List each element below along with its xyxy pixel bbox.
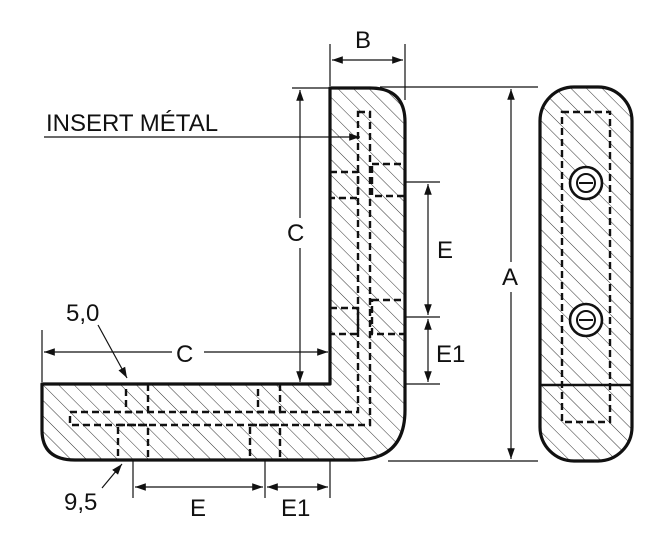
side-view-outline — [538, 85, 634, 463]
insert-hole-h-right-top — [256, 382, 282, 414]
label-c-vertical-bg — [284, 218, 314, 248]
label-a: A — [502, 264, 518, 291]
label-e-vertical-bg — [434, 234, 462, 264]
bracket-side-view — [538, 85, 634, 463]
metal-insert-outline — [68, 110, 372, 427]
label-e1-horizontal: E1 — [281, 495, 310, 522]
screw-hole-lower — [568, 302, 604, 338]
insert-label-bg — [44, 108, 246, 134]
insert-hole-upper-left — [328, 170, 360, 200]
insert-metal-label: INSERT MÉTAL — [46, 110, 218, 137]
screw-hole-upper — [568, 165, 604, 201]
label-dim-9-5: 9,5 — [64, 489, 97, 516]
label-b: B — [355, 27, 371, 54]
leader-9-5 — [101, 463, 123, 489]
label-e-vertical: E — [437, 237, 453, 264]
bracket-front-view — [40, 86, 407, 462]
label-c-vertical: C — [287, 220, 304, 247]
label-dim-5-0: 5,0 — [66, 300, 99, 327]
label-c-horizontal-bg — [172, 339, 204, 367]
label-c-horizontal: C — [176, 341, 193, 368]
insert-hole-lower-left — [328, 306, 360, 336]
bracket-outline — [40, 86, 407, 462]
insert-hole-h-left-top — [124, 382, 150, 414]
labels: INSERT MÉTAL B A C C E E1 E E1 5,0 9,5 — [44, 27, 525, 522]
side-view-insert-outline — [560, 110, 612, 424]
label-a-bg — [497, 262, 525, 292]
label-e1-vertical: E1 — [436, 341, 465, 368]
insert-hole-upper-right — [370, 162, 407, 198]
label-e-horizontal: E — [190, 495, 206, 522]
leader-5-0 — [97, 324, 128, 379]
dimension-lines — [41, 44, 538, 498]
